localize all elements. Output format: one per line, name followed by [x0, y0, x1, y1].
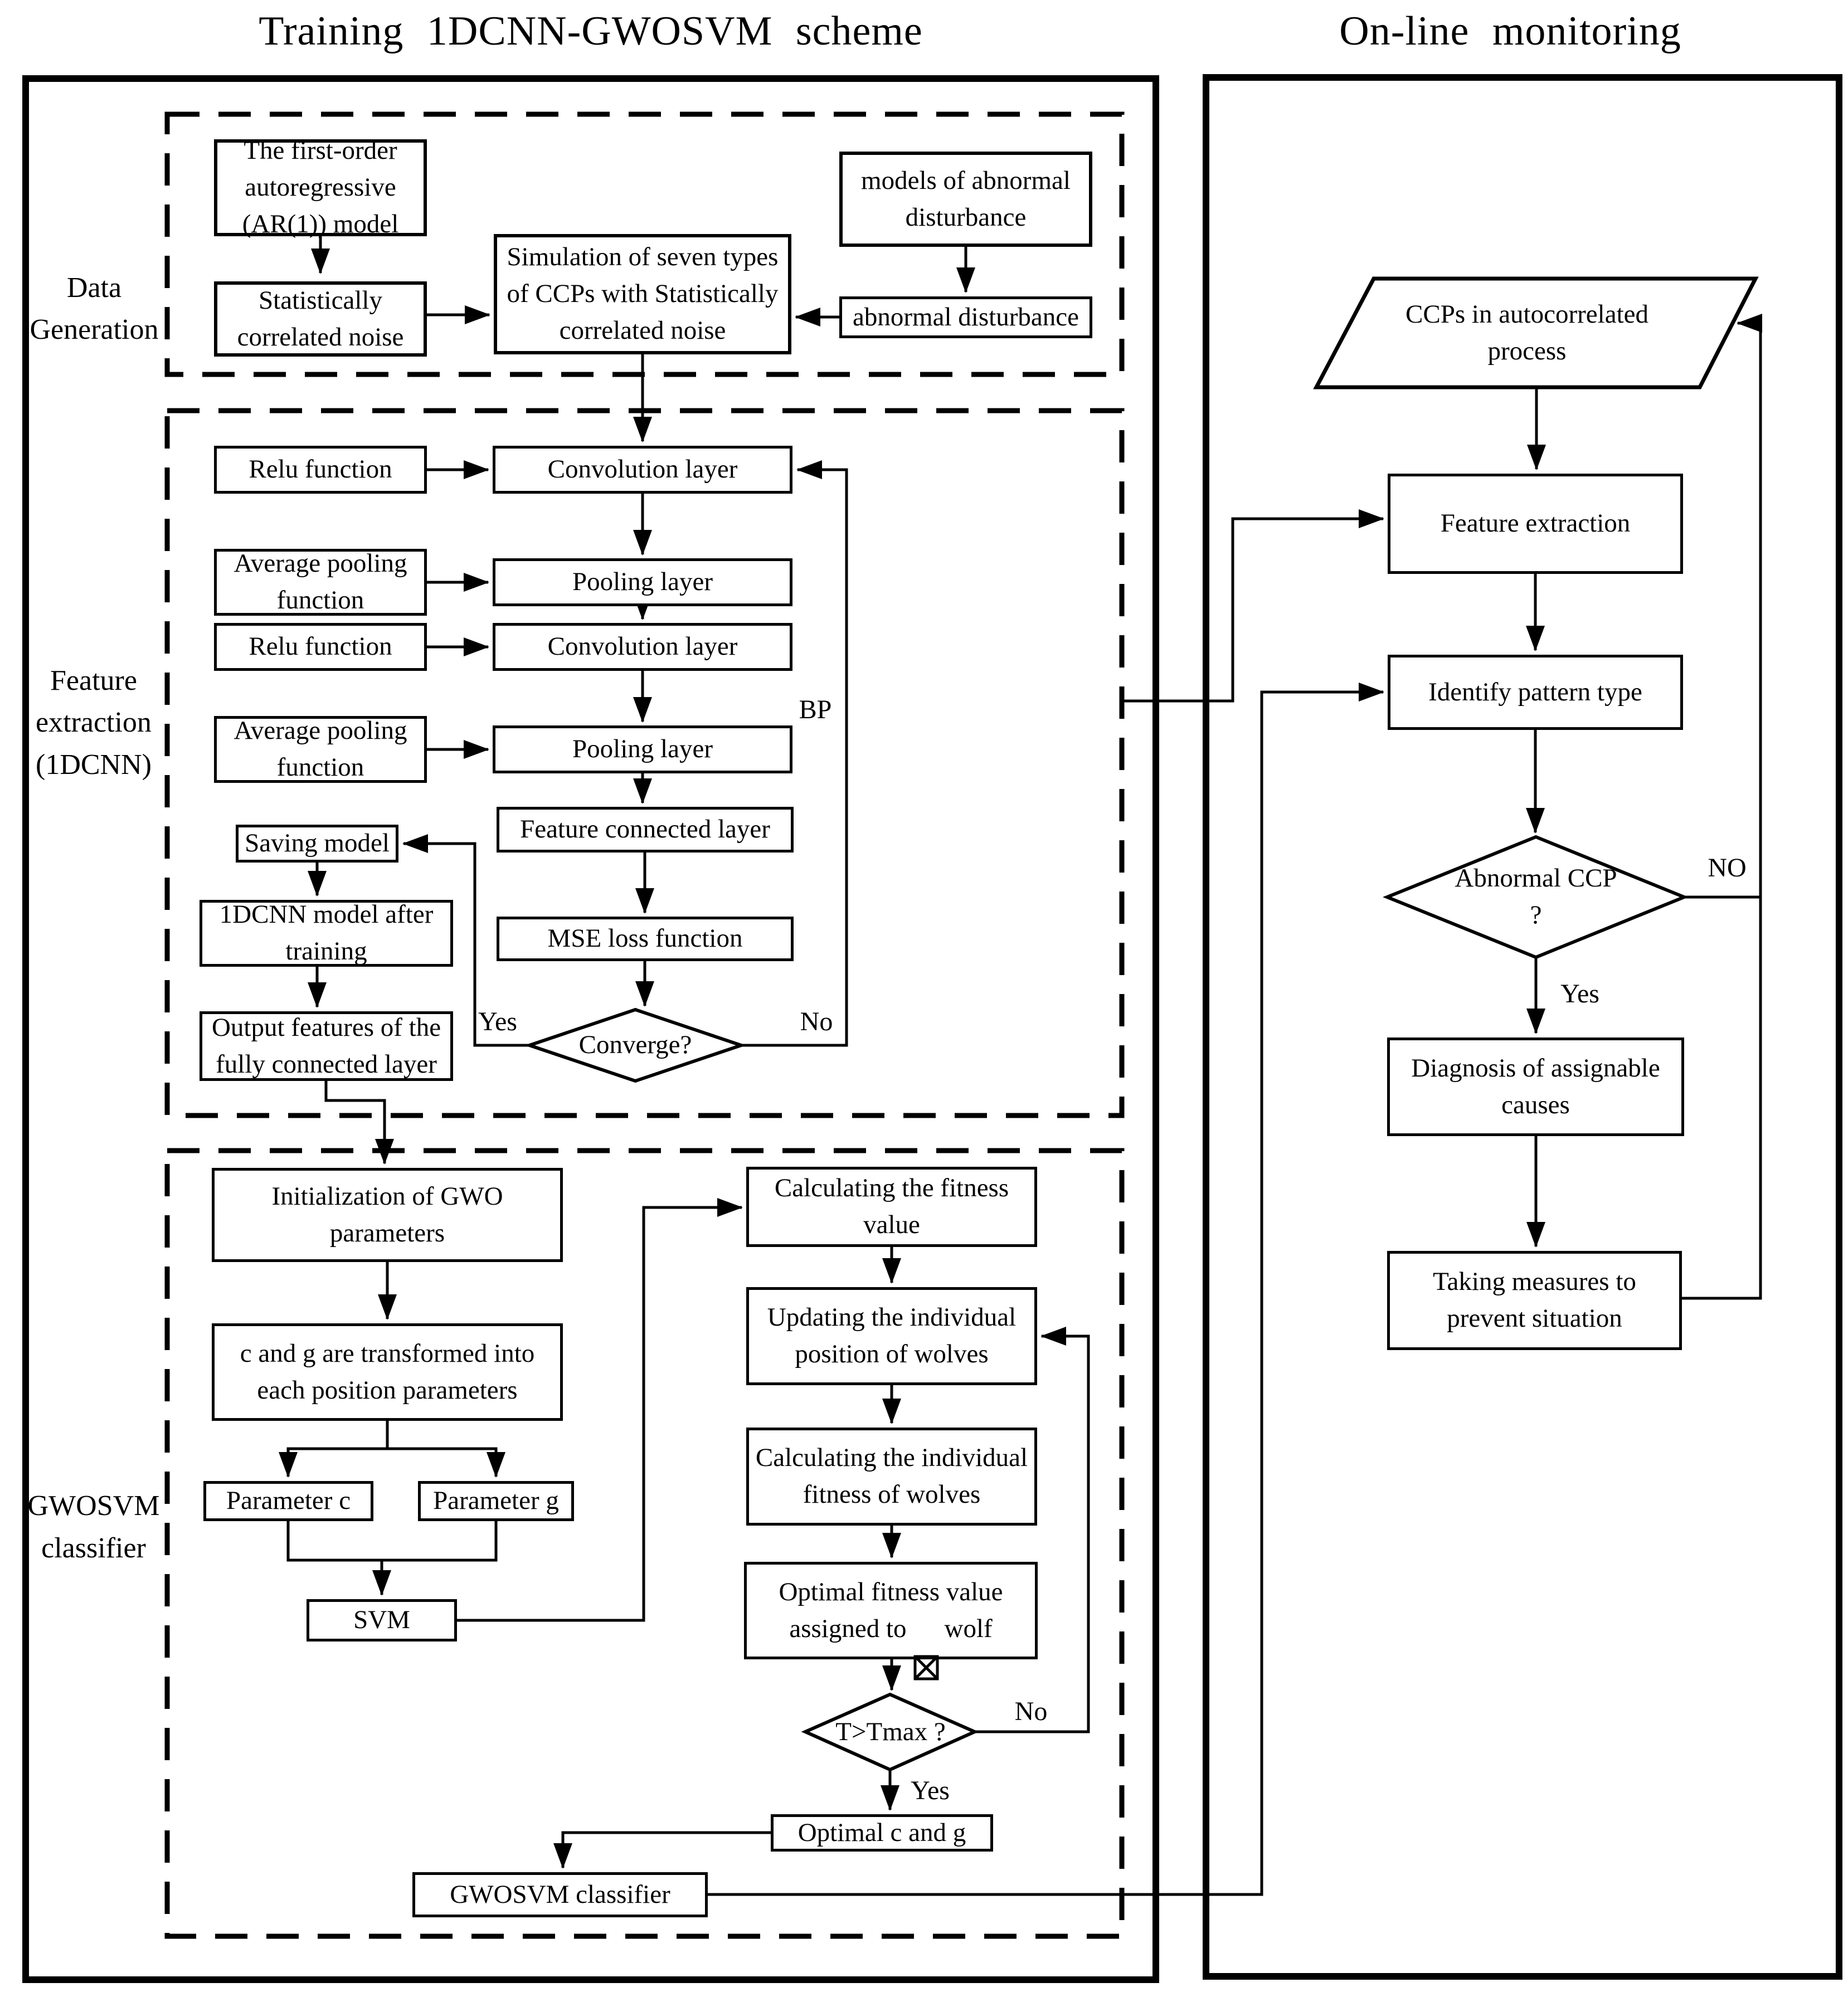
arrow-classifier-to-identify [708, 683, 1384, 1896]
optimal-fitness-line2-word: wolf [944, 1614, 993, 1643]
abnormal-ccp-decision-text: Abnormal CCP ? [1447, 864, 1625, 929]
monitoring-panel-border [1203, 74, 1842, 1980]
node-relu1: Relu function [214, 446, 427, 494]
abnormal-yes-label: Yes [1560, 978, 1599, 1009]
node-feature-extraction-online: Feature extraction [1388, 474, 1683, 574]
node-cg-transform: c and g are transformed into each positi… [212, 1323, 563, 1421]
arrow-tmax-no-feedback [975, 1327, 1090, 1733]
node-saving-model: Saving model [236, 825, 398, 863]
ccps-io-text: CCPs in autocorrelated process [1406, 299, 1648, 366]
converge-diamond [524, 1007, 747, 1083]
feature-extraction-section-border [164, 408, 1125, 1118]
node-init-gwo: Initialization of GWO parameters [212, 1168, 563, 1262]
tmax-decision-text: T>Tmax ? [835, 1717, 946, 1747]
optimal-fitness-line2-text: assigned to [789, 1614, 907, 1643]
node-calc-individual-fitness: Calculating the individual fitness of wo… [746, 1428, 1037, 1526]
converge-yes-label: Yes [478, 1006, 517, 1036]
gwosvm-label: GWOSVM classifier [27, 1490, 160, 1564]
arrow-cg-to-param-c [279, 1447, 387, 1478]
node-ar-model: The first-order autoregressive (AR(1)) m… [214, 136, 427, 238]
gwosvm-section-border [164, 1148, 1125, 1939]
optimal-fitness-line2: assigned to wolf [789, 1611, 993, 1680]
monitoring-title: On-line monitoring [1339, 8, 1681, 54]
arrow-measures-feedback-to-ccps [1682, 314, 1762, 1300]
ccps-parallelogram [1313, 276, 1759, 389]
abnormal-no-label: NO [1708, 853, 1747, 883]
training-panel-border [22, 75, 1159, 1983]
training-title: Training 1DCNN-GWOSVM scheme [259, 8, 923, 54]
node-correlated-noise: Statistically correlated noise [214, 281, 427, 357]
arrow-cg-to-param-g [387, 1447, 505, 1478]
node-feature-connected: Feature connected layer [497, 807, 794, 853]
node-mse-loss: MSE loss function [497, 917, 794, 961]
node-optimal-cg: Optimal c and g [771, 1814, 993, 1852]
node-identify-pattern: Identify pattern type [1388, 655, 1683, 730]
node-svm: SVM [307, 1599, 457, 1641]
tmax-diamond [801, 1692, 979, 1772]
arrow-svm-to-fitness [457, 1198, 743, 1622]
data-generation-section-border [164, 111, 1125, 377]
node-gwosvm-classifier: GWOSVM classifier [412, 1872, 708, 1917]
line-params-merge [286, 1521, 498, 1562]
node-updating-wolves: Updating the individual position of wolv… [746, 1287, 1037, 1385]
node-conv2: Convolution layer [493, 623, 792, 671]
optimal-fitness-line1: Optimal fitness value [779, 1577, 1003, 1606]
node-avgpool1: Average pooling function [214, 549, 427, 616]
tmax-yes-label: Yes [911, 1775, 950, 1805]
arrow-converge-yes-to-saving [402, 834, 529, 1047]
node-simulation-ccps: Simulation of seven types of CCPs with S… [494, 234, 791, 354]
bp-label: BP [799, 694, 832, 724]
node-relu2: Relu function [214, 623, 427, 671]
node-optimal-fitness: Optimal fitness value assigned to wolf [744, 1562, 1038, 1680]
arrow-output-to-init [324, 1081, 394, 1165]
node-parameter-g: Parameter g [418, 1481, 574, 1521]
node-diagnosis: Diagnosis of assignable causes [1387, 1037, 1684, 1136]
arrow-optimalcg-to-classifier [553, 1831, 771, 1869]
feature-extraction-label: Feature extraction (1DCNN) [36, 664, 152, 781]
node-taking-measures: Taking measures to prevent situation [1387, 1251, 1682, 1350]
node-abnormal-models: models of abnormal disturbance [839, 152, 1092, 247]
arrow-dcnn-module-to-feature-extraction [1122, 509, 1384, 703]
node-pool1: Pooling layer [493, 558, 792, 606]
arrow-bp-feedback [741, 460, 848, 1047]
node-output-features: Output features of the fully connected l… [200, 1011, 453, 1081]
node-dcnn-after-training: 1DCNN model after training [200, 900, 453, 967]
abnormal-ccp-diamond [1382, 835, 1689, 959]
node-conv1: Convolution layer [493, 446, 792, 494]
boxed-x-icon [913, 1618, 939, 1680]
converge-decision-text: Converge? [578, 1030, 692, 1060]
node-parameter-c: Parameter c [203, 1481, 373, 1521]
node-calc-fitness: Calculating the fitness value [746, 1167, 1037, 1247]
converge-no-label: No [800, 1006, 833, 1036]
node-pool2: Pooling layer [493, 725, 792, 773]
tmax-no-label: No [1014, 1696, 1048, 1726]
node-abnormal-disturbance: abnormal disturbance [839, 296, 1092, 338]
data-generation-label: Data Generation [30, 271, 159, 345]
node-avgpool2: Average pooling function [214, 716, 427, 783]
